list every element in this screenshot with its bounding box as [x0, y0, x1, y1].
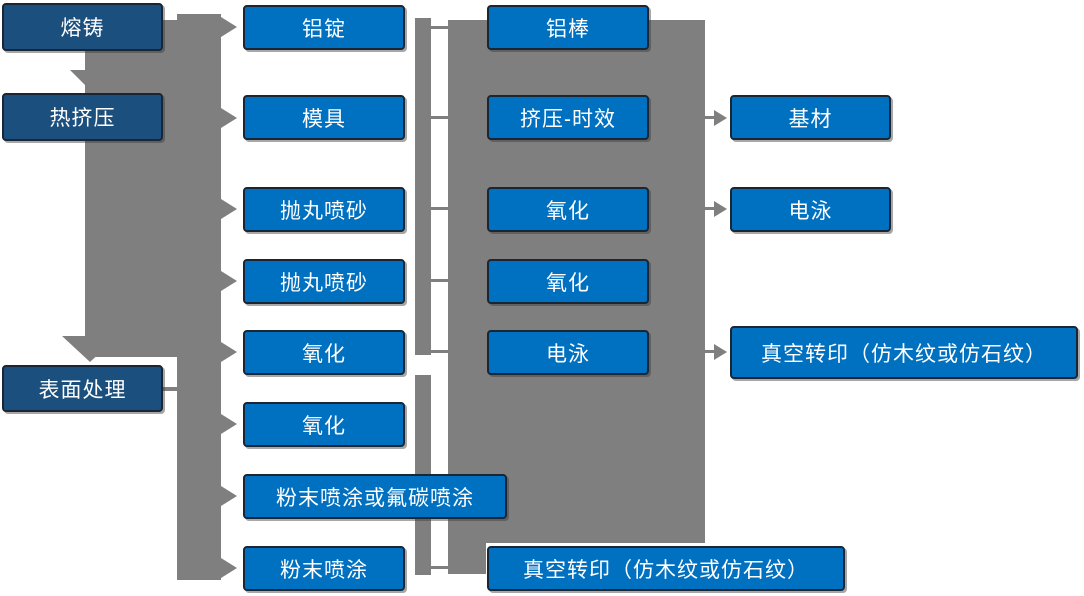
node-aluminum-rod: 铝棒 — [487, 5, 649, 50]
tick-row1 — [431, 26, 448, 29]
tick-row5 — [431, 350, 448, 353]
arrow-right-to-mold-icon — [221, 108, 237, 128]
arrow-right-to-powder-coating-long-icon — [221, 486, 237, 506]
node-powder-coating: 粉末喷涂 — [243, 546, 405, 591]
tick-row2 — [431, 116, 448, 119]
node-oxidation-4: 氧化 — [487, 259, 649, 304]
node-mold: 模具 — [243, 95, 405, 140]
node-extrusion-aging: 挤压-时效 — [487, 95, 649, 140]
node-shot-blasting-2: 抛丸喷砂 — [243, 259, 405, 304]
node-electrophoresis-1: 电泳 — [487, 330, 649, 375]
arrow-shaft-to-base-material — [705, 116, 717, 119]
node-surface-treatment: 表面处理 — [2, 365, 163, 412]
arrow-right-to-shot-blasting-2-icon — [221, 271, 237, 291]
arrow-down-to-surface-treatment-icon — [62, 336, 118, 362]
node-oxidation-1: 氧化 — [243, 330, 405, 375]
flow-block-center-foot — [448, 543, 486, 574]
connector-surface-treatment-link — [163, 387, 179, 391]
node-oxidation-2: 氧化 — [243, 402, 405, 447]
arrow-right-to-oxidation-1-icon — [221, 342, 237, 362]
tick-row8 — [431, 566, 448, 569]
arrow-right-to-oxidation-2-icon — [221, 414, 237, 434]
tick-row4 — [431, 279, 448, 282]
arrow-down-to-hot-extrusion-icon — [70, 70, 102, 86]
node-shot-blasting-1: 抛丸喷砂 — [243, 187, 405, 232]
arrow-right-to-shot-blasting-1-icon — [221, 199, 237, 219]
mid-bar-upper — [415, 18, 431, 355]
node-vacuum-transfer-right: 真空转印（仿木纹或仿石纹） — [730, 326, 1078, 379]
node-base-material: 基材 — [730, 95, 891, 140]
tick-row3 — [431, 207, 448, 210]
arrow-shaft-to-vacuum-transfer — [705, 350, 717, 353]
node-hot-extrusion: 热挤压 — [2, 93, 163, 141]
node-aluminum-ingot: 铝锭 — [243, 5, 405, 50]
node-vacuum-transfer-bottom: 真空转印（仿木纹或仿石纹） — [487, 546, 845, 591]
arrow-right-to-powder-coating-icon — [221, 558, 237, 578]
node-oxidation-3: 氧化 — [487, 187, 649, 232]
node-powder-or-fluorocarbon-coating: 粉末喷涂或氟碳喷涂 — [243, 474, 507, 519]
node-melting-casting: 熔铸 — [2, 3, 163, 51]
arrow-shaft-to-electrophoresis — [705, 207, 717, 210]
arrow-right-to-aluminum-ingot-icon — [221, 17, 237, 37]
flow-band-feeder — [177, 14, 221, 580]
arrow-right-to-base-material-icon — [714, 110, 727, 126]
arrow-right-to-electrophoresis-icon — [714, 201, 727, 217]
node-electrophoresis-2: 电泳 — [730, 187, 891, 232]
arrow-right-to-vacuum-transfer-icon — [714, 344, 727, 360]
